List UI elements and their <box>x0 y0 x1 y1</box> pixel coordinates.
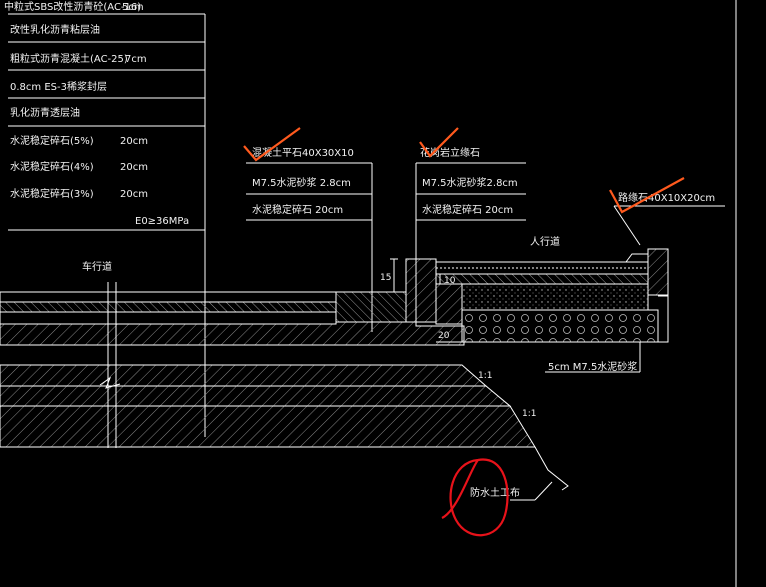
check-mark-1 <box>243 127 301 162</box>
callout-left-row-0: M7.5水泥砂浆 2.8cm <box>252 176 351 189</box>
fill-label: 防水土工布 <box>470 486 520 499</box>
callout-mid-row-0: M7.5水泥砂浆2.8cm <box>422 176 518 189</box>
slope-label-1: 1:1 <box>478 371 492 381</box>
check-mark-2 <box>419 127 459 158</box>
layer-row-5-name: 水泥稳定碎石(5%) <box>10 134 94 147</box>
callout-right: 路缘石40X10X20cm <box>613 191 725 246</box>
layer-row-3-name: 0.8cm ES-3稀浆封层 <box>10 80 107 93</box>
layer-row-7-thick: 20cm <box>120 189 148 200</box>
road-section <box>0 248 669 501</box>
check-marks <box>243 127 685 214</box>
mortar-label: 5cm M7.5水泥砂浆 <box>548 360 637 373</box>
dim-15: 15 <box>380 273 391 283</box>
dimensions: 15 10 20 1:1 1:1 <box>380 258 536 419</box>
red-circle-annotation <box>441 458 509 537</box>
callout-left-row-1: 水泥稳定碎石 20cm <box>252 203 343 216</box>
callout-mid-title: 花岗岩立缘石 <box>420 146 480 159</box>
dim-20: 20 <box>438 331 450 341</box>
callout-right-title: 路缘石40X10X20cm <box>618 191 715 204</box>
layer-row-0-thick: 5cm <box>122 2 144 13</box>
layer-row-6-thick: 20cm <box>120 162 148 173</box>
layer-row-0-name: 中粒式SBS改性沥青砼(AC-16) <box>4 0 141 13</box>
slope-label-2: 1:1 <box>522 409 536 419</box>
callout-mid-row-1: 水泥稳定碎石 20cm <box>422 203 513 216</box>
carriageway-label: 车行道 <box>82 260 112 273</box>
layer-row-4-name: 乳化沥青透层油 <box>10 106 80 119</box>
layer-row-7-name: 水泥稳定碎石(3%) <box>10 187 94 200</box>
layer-row-6-name: 水泥稳定碎石(4%) <box>10 160 94 173</box>
callout-mid: 花岗岩立缘石 M7.5水泥砂浆2.8cm 水泥稳定碎石 20cm <box>415 146 526 262</box>
layer-table: 中粒式SBS改性沥青砼(AC-16) 5cm 改性乳化沥青粘层油 粗粒式沥青混凝… <box>4 0 206 437</box>
layer-table-footer: E0≥36MPa <box>135 216 189 227</box>
layer-row-2-thick: 7cm <box>125 54 147 65</box>
layer-row-2-name: 粗粒式沥青混凝土(AC-25) <box>10 52 128 65</box>
dim-10: 10 <box>444 276 456 286</box>
layer-row-1-name: 改性乳化沥青粘层油 <box>10 23 100 36</box>
check-mark-3 <box>609 177 685 214</box>
callout-left: 混凝土平石40X30X10 M7.5水泥砂浆 2.8cm 水泥稳定碎石 20cm <box>246 146 373 332</box>
sidewalk-label: 人行道 <box>530 235 560 248</box>
callout-left-title: 混凝土平石40X30X10 <box>252 146 354 159</box>
layer-row-5-thick: 20cm <box>120 136 148 147</box>
